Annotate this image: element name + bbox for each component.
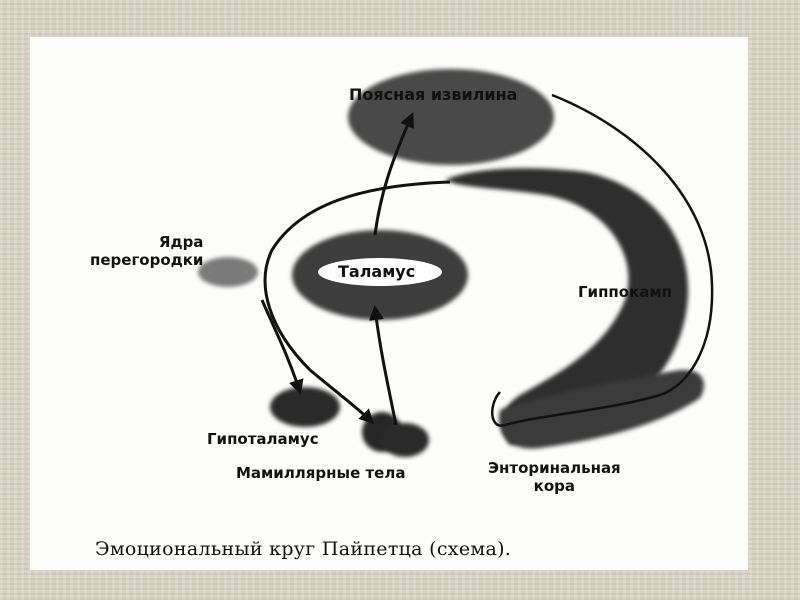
arrow-septal-to-hypothalamus	[260, 299, 304, 395]
thalamus-inner	[318, 258, 442, 286]
cingulate-gyrus-shape	[348, 69, 554, 165]
diagram-caption: Эмоциональный круг Пайпетца (схема).	[95, 538, 512, 560]
path-fornix	[263, 180, 451, 425]
label-hippocampus: Гиппокамп	[578, 283, 673, 301]
hippocampus-shape	[445, 168, 689, 446]
septal-nuclei-shape	[198, 257, 258, 287]
hypothalamus-shape	[270, 387, 340, 427]
label-hypothalamus: Гипоталамус	[207, 430, 319, 448]
label-septal-nuclei: Ядра перегородки	[90, 233, 204, 269]
label-thalamus: Таламус	[338, 262, 416, 281]
mammillary-body-right	[381, 423, 429, 457]
label-cingulate-gyrus: Поясная извилина	[349, 85, 518, 104]
arrow-mammillary-to-thalamus	[368, 305, 398, 426]
path-cingulate-to-entorhinal	[491, 93, 714, 427]
arrow-thalamus-to-cingulate	[373, 112, 414, 236]
label-mammillary-bodies: Мамиллярные тела	[236, 464, 406, 482]
entorhinal-cortex-shape	[499, 369, 704, 449]
label-entorhinal-cortex: Энторинальная кора	[488, 459, 621, 495]
